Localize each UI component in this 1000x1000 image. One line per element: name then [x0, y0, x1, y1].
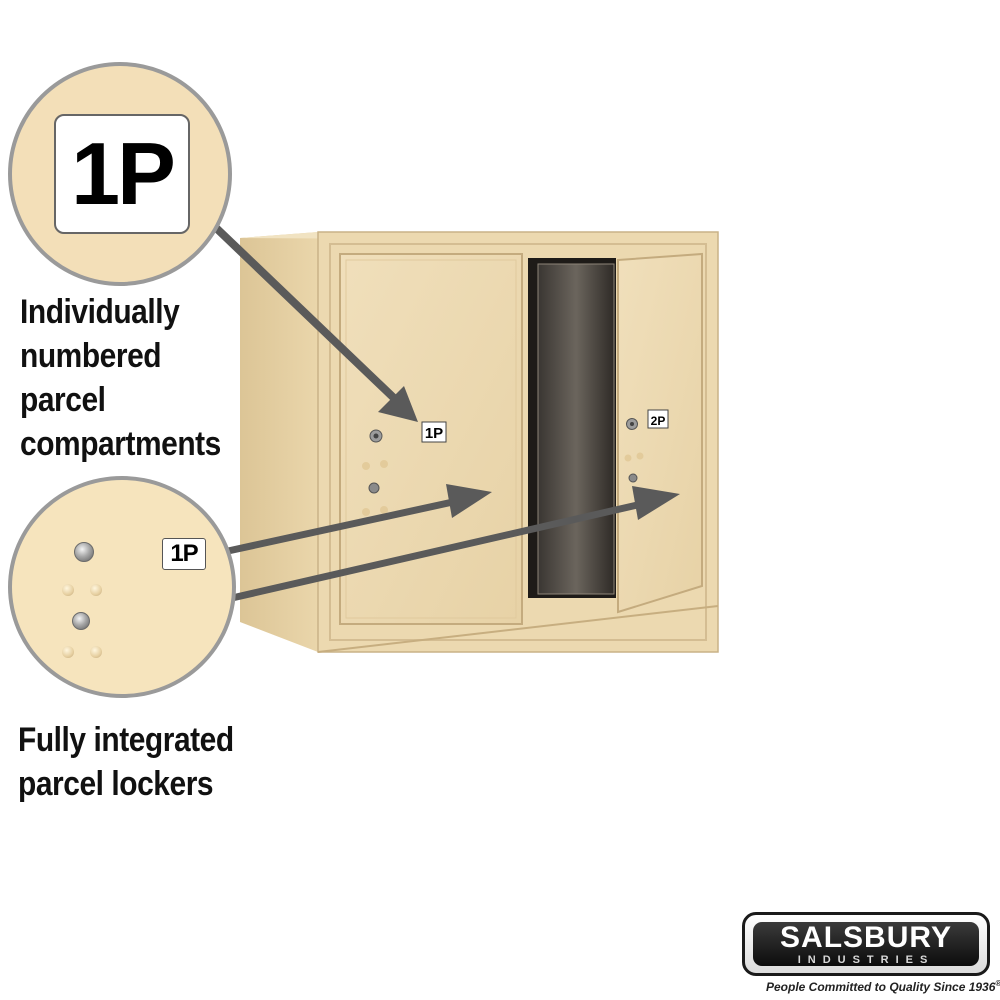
brand-name: SALSBURY — [780, 920, 952, 954]
registered-mark: ® — [995, 979, 1000, 988]
rivet-icon — [90, 584, 102, 596]
lock-2-door-1p — [368, 482, 380, 494]
tagline-text: People Committed to Quality Since 1936 — [766, 980, 996, 994]
callout-label-lockers: Fully integrated parcel lockers — [18, 718, 234, 806]
callout-circle-numbered: 1P — [8, 62, 232, 286]
callout-label-line: parcel — [20, 381, 106, 419]
salsbury-logo: SALSBURY INDUSTRIES — [742, 912, 990, 976]
callout-label-line: numbered — [20, 337, 162, 375]
brand-sub: INDUSTRIES — [797, 953, 935, 966]
door-label-1p: 1P — [425, 425, 443, 442]
lock-icon — [74, 542, 94, 562]
rivet-icon — [62, 584, 74, 596]
rivet-icon — [62, 646, 74, 658]
door-2p — [617, 252, 703, 614]
callout-label-line: Fully integrated — [18, 721, 234, 759]
rivet-icon — [90, 646, 102, 658]
callout-label-line: compartments — [20, 425, 221, 463]
brand-tagline: People Committed to Quality Since 1936® — [766, 979, 1000, 994]
callout-circle-lockers: 1P — [8, 476, 236, 698]
callout-label-numbered: Individually numbered parcel compartment… — [20, 290, 221, 466]
logo-plate: SALSBURY INDUSTRIES — [753, 922, 979, 966]
callout-badge-1p: 1P — [54, 114, 190, 234]
callout-badge-1p-small: 1P — [162, 538, 206, 570]
lock-icon — [72, 612, 90, 630]
callout-label-line: Individually — [20, 293, 180, 331]
callout-label-line: parcel lockers — [18, 765, 214, 803]
arrow-locker-2 — [228, 499, 650, 602]
door-label-2p: 2P — [651, 414, 666, 428]
arrow-numbered — [208, 220, 400, 404]
arrow-locker-1 — [224, 496, 466, 555]
